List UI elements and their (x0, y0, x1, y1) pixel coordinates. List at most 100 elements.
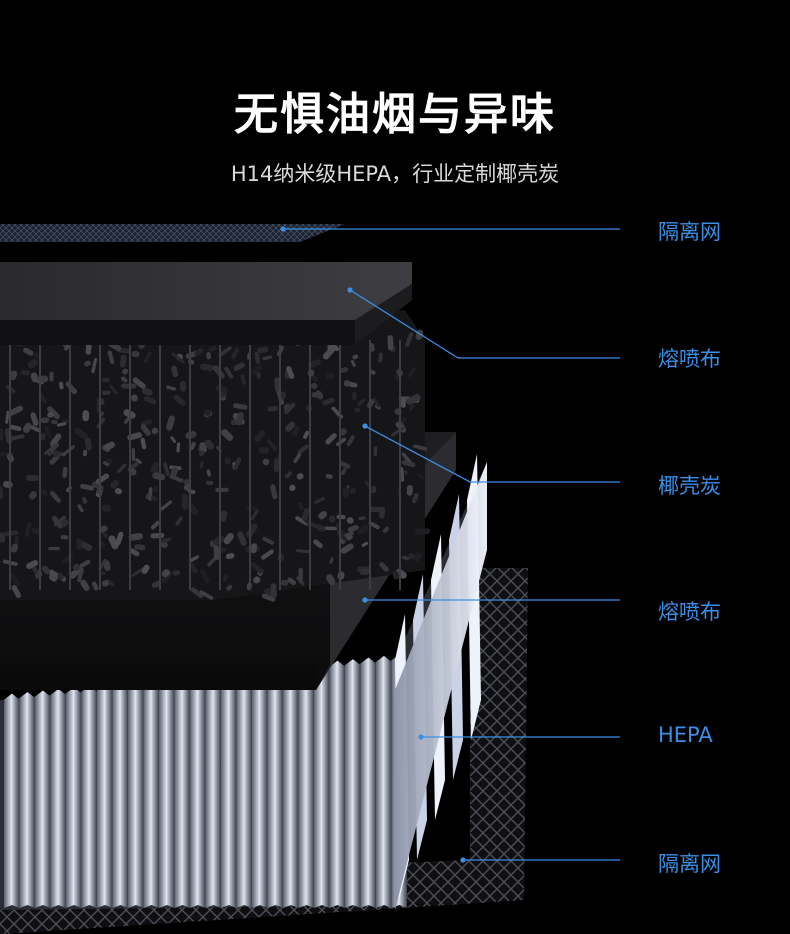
carbon-granule (132, 377, 146, 389)
carbon-granule (414, 528, 431, 535)
carbon-granule (46, 406, 60, 420)
carbon-granule (107, 350, 115, 365)
carbon-granule (11, 585, 22, 598)
carbon-granule (143, 396, 157, 405)
carbon-granule (199, 590, 214, 600)
carbon-granule (110, 480, 120, 489)
hepa-pleat (151, 679, 159, 908)
carbon-granule (50, 491, 62, 503)
carbon-granule (169, 474, 184, 483)
carbon-granule (49, 442, 60, 452)
carbon-granule (350, 359, 356, 367)
carbon-granule (0, 428, 4, 441)
carbon-granule (82, 410, 90, 422)
carbon-granule (51, 419, 58, 425)
carbon-granule (120, 376, 128, 383)
carbon-granule (343, 379, 351, 387)
carbon-granule (262, 536, 274, 545)
carbon-granule (57, 572, 64, 581)
carbon-granule (40, 433, 46, 441)
carbon-granule (171, 365, 179, 378)
carbon-granule (150, 532, 165, 539)
hepa-pleat (19, 692, 28, 908)
carbon-granule (150, 520, 160, 530)
carbon-granule (298, 567, 303, 582)
hepa-pleat (167, 677, 175, 908)
carbon-granule (80, 579, 90, 591)
carbon-granule (108, 535, 119, 550)
hepa-pleat (345, 659, 353, 908)
carbon-granule (82, 496, 88, 504)
hepa-pleat (384, 655, 392, 908)
hepa-pleat (81, 685, 90, 908)
hepa-pleat (143, 679, 152, 908)
label-meltblown-upper: 熔喷布 (658, 347, 721, 371)
carbon-granule (346, 435, 355, 447)
hepa-pleat (275, 666, 283, 908)
carbon-granule (173, 394, 186, 406)
carbon-granule (261, 549, 274, 560)
carbon-granule (31, 528, 41, 535)
carbon-granule (325, 433, 337, 445)
carbon-granule (251, 364, 263, 376)
carbon-granule (348, 381, 358, 388)
carbon-granule (131, 394, 138, 402)
hepa-pleat (329, 660, 338, 908)
carbon-granule (237, 531, 247, 546)
carbon-granule (108, 579, 115, 587)
carbon-granule (250, 509, 259, 521)
hepa-pleat (27, 692, 35, 908)
carbon-granule (413, 552, 422, 562)
carbon-granule (62, 445, 75, 457)
carbon-granule (199, 450, 205, 457)
carbon-granule (151, 580, 162, 589)
carbon-granule (166, 415, 175, 431)
carbon-granule (341, 467, 347, 476)
carbon-granule (204, 439, 215, 450)
carbon-granule (194, 348, 204, 357)
carbon-granule (179, 381, 186, 392)
carbon-granule (101, 579, 111, 587)
carbon-granule (254, 351, 261, 364)
carbon-granule (250, 543, 258, 554)
carbon-granule (361, 541, 369, 547)
hepa-pleat (89, 685, 97, 908)
hepa-pleat (260, 668, 268, 908)
carbon-granule (286, 366, 295, 379)
carbon-granule (231, 347, 240, 360)
carbon-granule (297, 444, 309, 454)
carbon-granule (101, 377, 110, 382)
carbon-granule (352, 391, 357, 401)
carbon-granule (41, 565, 51, 575)
carbon-granule (411, 492, 419, 504)
carbon-granule (313, 539, 323, 549)
carbon-granule (215, 487, 229, 493)
carbon-granule (405, 332, 414, 347)
page-subtitle: H14纳米级HEPA，行业定制椰壳炭 (230, 162, 560, 186)
carbon-granule (151, 427, 159, 435)
hepa-pleat (213, 673, 221, 908)
carbon-granule (417, 472, 424, 480)
carbon-granule (346, 517, 354, 524)
label-coconut-carbon: 椰壳炭 (658, 474, 721, 498)
leader-dot (418, 734, 424, 740)
carbon-granule (373, 397, 381, 408)
carbon-granule (222, 574, 229, 582)
hepa-pleat (322, 662, 330, 908)
carbon-granule (292, 426, 300, 437)
carbon-granule (402, 555, 410, 561)
carbon-granule (131, 567, 145, 577)
carbon-granule (215, 384, 228, 394)
carbon-granule (205, 480, 214, 485)
carbon-granule (203, 409, 212, 416)
carbon-granule (359, 568, 370, 575)
carbon-granule (64, 344, 71, 351)
carbon-granule (103, 461, 110, 467)
label-meltblown-lower: 熔喷布 (658, 600, 721, 624)
carbon-granule (160, 537, 172, 543)
hepa-pleat (236, 670, 245, 908)
carbon-granule (207, 557, 217, 567)
carbon-granule (310, 382, 318, 390)
